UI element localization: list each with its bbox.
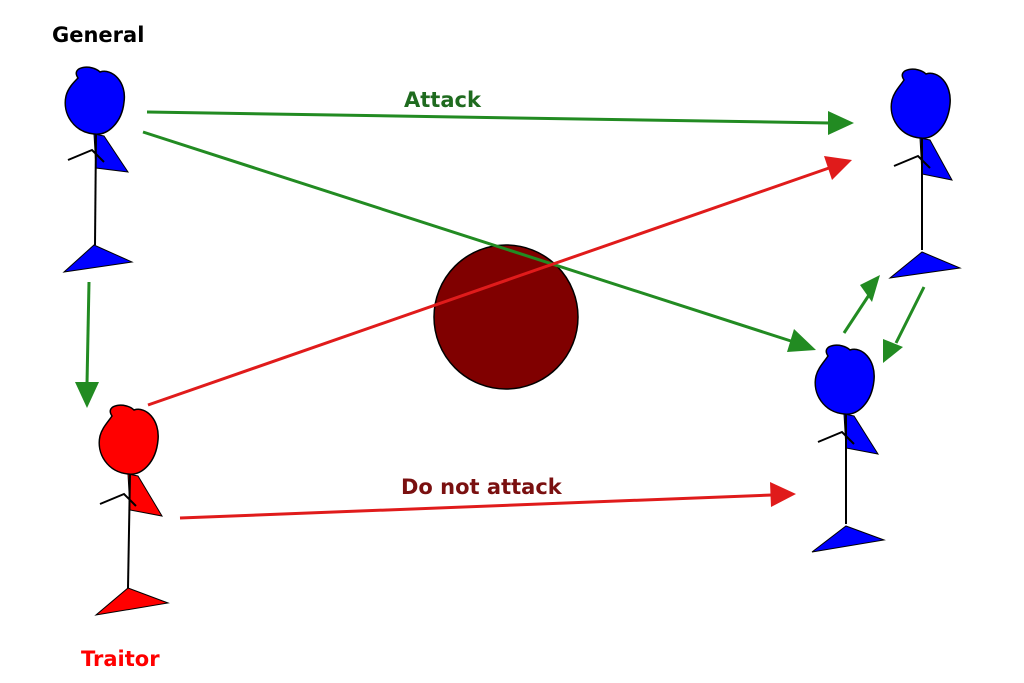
traitor-figure [94, 404, 170, 616]
arrow-top-right-to-bottom-right [883, 286, 926, 363]
arrow-bottom-right-to-top-right [842, 275, 880, 334]
attack-label: Attack [404, 88, 482, 112]
blocker-circle [433, 244, 579, 390]
lieutenant-top-figure [888, 68, 962, 279]
general-figure [62, 66, 134, 273]
general-label: General [52, 23, 144, 47]
arrow-general-to-traitor [75, 281, 99, 408]
lieutenant-bottom-figure [811, 344, 886, 553]
do-not-attack-label: Do not attack [401, 475, 563, 499]
traitor-label: Traitor [81, 647, 160, 671]
arrow-traitor-to-top-right [147, 156, 852, 407]
arrow-general-to-bottom-right [142, 130, 816, 352]
arrow-traitor-to-bottom-right [179, 482, 796, 520]
arrow-general-to-top-right [146, 110, 854, 135]
